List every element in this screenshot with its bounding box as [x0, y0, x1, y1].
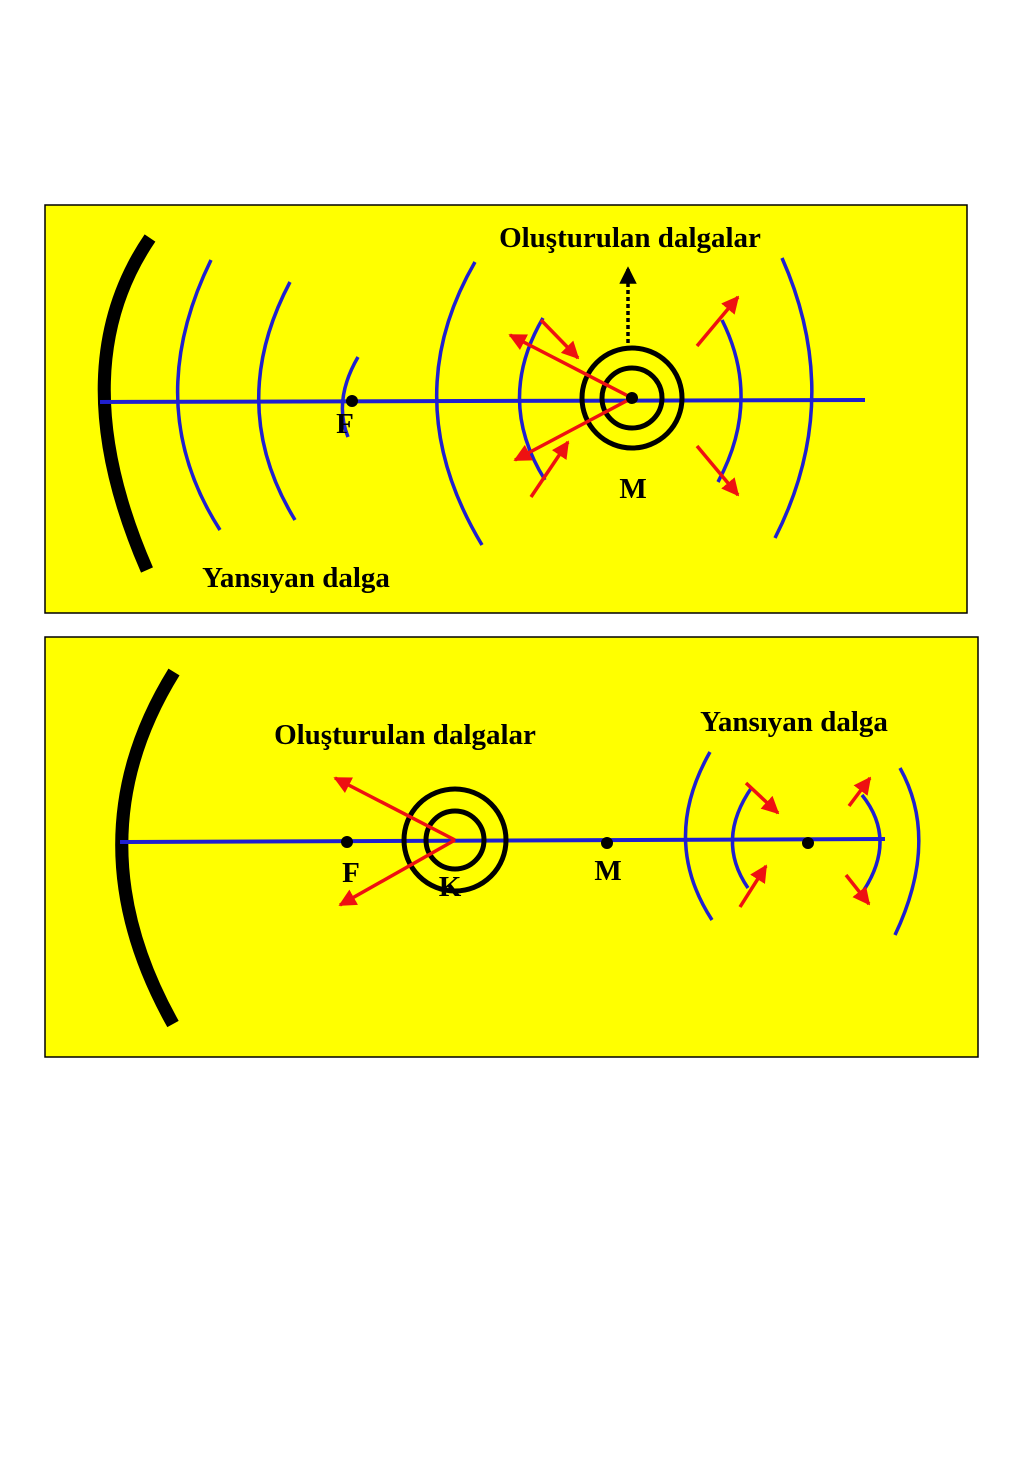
ray-arrow: [338, 838, 456, 907]
direction-arrow: [844, 873, 871, 906]
reflected-wavefront: [256, 281, 297, 521]
source-outer-circle: [579, 345, 685, 451]
outgoing-wavefront: [435, 261, 484, 546]
panel-2-title: Oluşturulan dalgalar: [274, 719, 536, 751]
panel-2: Oluşturulan dalgalar Yansıyan dalga F K …: [44, 636, 979, 1058]
panel-2-reflected-label: Yansıyan dalga: [700, 706, 888, 738]
reflected-wavefront: [175, 259, 222, 531]
direction-arrow: [529, 440, 570, 498]
direction-arrow: [744, 781, 780, 815]
ray-arrow: [513, 396, 633, 462]
panel-1-label-m: M: [619, 473, 646, 505]
image-point-dot: [802, 837, 814, 849]
panel-2-label-m: M: [594, 855, 621, 887]
concave-mirror: [97, 234, 156, 573]
reflected-wavefront: [683, 751, 714, 921]
panel-1-title: Oluşturulan dalgalar: [499, 222, 761, 254]
panel-1-reflected-label: Yansıyan dalga: [202, 562, 390, 594]
outgoing-wavefront: [517, 317, 547, 481]
center-point-dot: [601, 837, 613, 849]
focal-point-dot: [346, 395, 358, 407]
panel-2-label-k: K: [439, 871, 462, 903]
concave-mirror: [115, 668, 180, 1028]
reflected-wavefront: [860, 793, 882, 894]
principal-axis: [119, 837, 886, 844]
direction-arrow: [738, 864, 768, 908]
reflected-wavefront: [730, 785, 754, 889]
focal-point-dot: [341, 836, 353, 848]
direction-arrow: [539, 318, 580, 360]
ray-arrow: [333, 776, 456, 842]
source-outer-circle: [401, 786, 509, 894]
reflected-wavefront: [340, 356, 360, 438]
center-point-dot: [626, 392, 638, 404]
direction-arrow: [695, 295, 740, 348]
principal-axis: [99, 398, 866, 404]
outgoing-wavefront: [773, 257, 814, 539]
panel-2-label-f: F: [342, 857, 360, 889]
panel-1-label-f: F: [336, 408, 354, 440]
panel-2-background: [44, 636, 979, 1058]
panel-1-background: [44, 204, 968, 614]
ray-arrow: [508, 333, 633, 400]
direction-arrow: [847, 776, 872, 808]
direction-arrow: [695, 444, 740, 497]
outgoing-wavefront: [716, 319, 743, 483]
source-inner-circle: [599, 365, 665, 431]
source-inner-circle: [423, 808, 487, 872]
panel-1: Oluşturulan dalgalar Yansıyan dalga F M: [44, 204, 968, 614]
reflected-wavefront: [893, 767, 921, 936]
